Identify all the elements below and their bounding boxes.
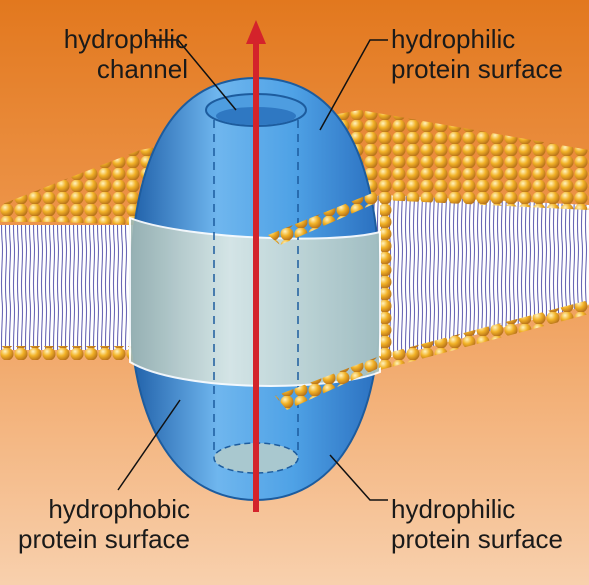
leader-line-bottom-left: [117, 399, 181, 491]
label-tl-line1: hydrophilic: [63, 24, 188, 54]
transport-arrow: [246, 20, 266, 512]
leader-line-top-right: [319, 39, 388, 131]
label-br-line2: protein surface: [391, 524, 563, 554]
leader-line-bottom-right: [329, 454, 388, 501]
label-br-line1: hydrophilic: [391, 494, 516, 524]
label-hydrophilic-channel: hydrophilic channel: [10, 24, 188, 84]
label-hydrophilic-surface-bottom: hydrophilic protein surface: [391, 494, 563, 554]
label-bl-line2: protein surface: [18, 524, 190, 554]
label-tl-line2: channel: [96, 54, 188, 84]
label-bl-line1: hydrophobic: [48, 494, 190, 524]
label-tr-line2: protein surface: [391, 54, 563, 84]
leader-lines: [117, 39, 388, 501]
leader-line-channel: [150, 39, 237, 111]
label-hydrophilic-surface-top: hydrophilic protein surface: [391, 24, 563, 84]
label-tr-line1: hydrophilic: [391, 24, 516, 54]
label-hydrophobic-surface: hydrophobic protein surface: [8, 494, 190, 554]
bilayer-front-lip: [268, 190, 392, 410]
